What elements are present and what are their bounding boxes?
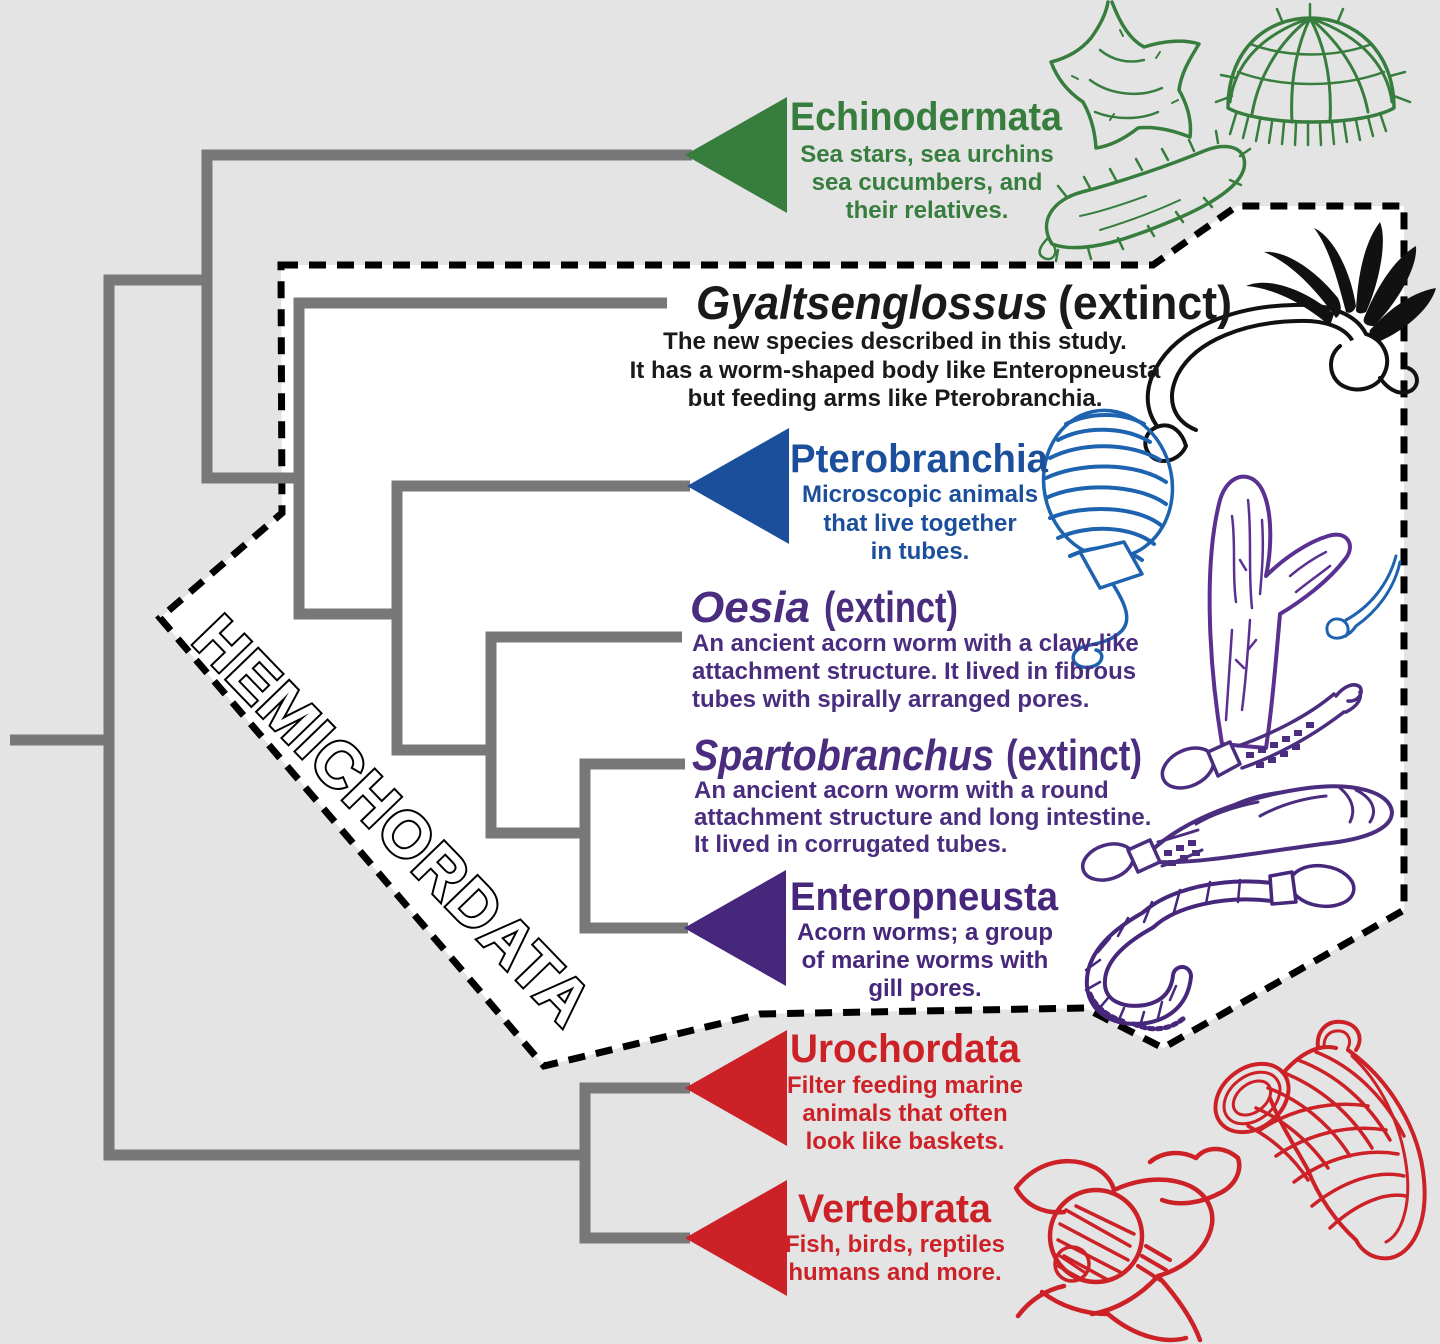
urochordata-triangle: [685, 1030, 787, 1146]
clade-desc-line: but feeding arms like Pterobranchia.: [688, 385, 1103, 412]
hemichordata-branch: [293, 297, 667, 620]
echinodermata-triangle: [685, 97, 787, 213]
clade-title-oesia: Oesia: [690, 583, 810, 632]
clade-desc-line: It lived in corrugated tubes.: [694, 831, 1007, 858]
clade-title-enteropneusta: Enteropneusta: [790, 875, 1059, 919]
clade-desc-line: in tubes.: [871, 538, 970, 565]
vertebrata-triangle: [685, 1180, 787, 1296]
vertebrata-labels: Vertebrata Fish, birds, reptiles humans …: [785, 1187, 1005, 1286]
clade-desc-line: their relatives.: [846, 197, 1009, 224]
spartobranchus-labels: Spartobranchus (extinct) An ancient acor…: [692, 731, 1151, 858]
urochordata-labels: Urochordata Filter feeding marine animal…: [787, 1027, 1023, 1155]
clade-title-spartobranchus: Spartobranchus: [692, 731, 994, 780]
gyaltsenglossus-fossil-icon: [1143, 222, 1436, 463]
tunicate-icon: [1213, 1019, 1427, 1261]
clade-desc-line: The new species described in this study.: [663, 328, 1127, 355]
clade-desc-line: Filter feeding marine: [787, 1072, 1023, 1099]
sea-urchin-icon: [1214, 2, 1412, 147]
pterobranchia-labels: Pterobranchia Microscopic animals that l…: [790, 437, 1049, 565]
clade-desc-line: animals that often: [802, 1100, 1007, 1127]
clade-status-extinct: (extinct): [824, 583, 958, 632]
echinodermata-labels: Echinodermata Sea stars, sea urchins sea…: [790, 95, 1063, 224]
clade-desc-line: of marine worms with: [802, 947, 1049, 974]
clade-status-extinct: (extinct): [1006, 731, 1142, 780]
oesia-tube-icon: [1207, 474, 1352, 750]
clade-title-vertebrata: Vertebrata: [798, 1187, 992, 1231]
clade-desc-line: An ancient acorn worm with a round: [694, 777, 1109, 804]
sea-cucumber-icon: [1038, 129, 1252, 263]
clade-desc-line: Microscopic animals: [802, 481, 1038, 508]
clade-desc-line: sea cucumbers, and: [812, 169, 1043, 196]
clade-desc-line: look like baskets.: [806, 1128, 1005, 1155]
clade-desc-line: that live together: [823, 510, 1016, 537]
enteropneusta-triangle: [684, 870, 786, 986]
oesia-worm-icon: [1160, 683, 1363, 790]
sea-star-icon: [1049, 0, 1201, 150]
spartobranchus-branch: [579, 758, 688, 934]
clade-title-urochordata: Urochordata: [790, 1027, 1021, 1071]
root-to-chordata-branch: [103, 274, 585, 1161]
pterobranch-zooid-icon: [1041, 408, 1402, 669]
pterobranchia-branch: [391, 480, 690, 756]
oesia-labels: Oesia (extinct) An ancient acorn worm wi…: [690, 583, 1139, 713]
clade-status-extinct: (extinct): [1058, 276, 1232, 329]
clade-desc-line: gill pores.: [868, 975, 981, 1002]
oesia-branch: [485, 631, 682, 839]
clade-desc-line: humans and more.: [788, 1259, 1001, 1286]
clade-desc-line: Fish, birds, reptiles: [785, 1231, 1005, 1258]
clade-desc-line: Sea stars, sea urchins: [800, 141, 1053, 168]
clade-desc-line: Acorn worms; a group: [797, 919, 1053, 946]
clade-title-echinodermata: Echinodermata: [790, 95, 1063, 139]
enteropneusta-labels: Enteropneusta Acorn worms; a group of ma…: [790, 875, 1059, 1002]
clade-desc-line: It has a worm-shaped body like Enteropne…: [630, 357, 1161, 384]
ambulacraria-branch: [201, 149, 692, 484]
clade-desc-line: An ancient acorn worm with a claw-like: [692, 630, 1139, 657]
clade-title-gyaltsenglossus: Gyaltsenglossus: [696, 276, 1048, 329]
clade-desc-line: tubes with spirally arranged pores.: [692, 686, 1089, 713]
clade-title-pterobranchia: Pterobranchia: [790, 437, 1049, 481]
chordata-branch: [579, 1082, 690, 1244]
enteropneusta-worm-icon: [1084, 863, 1356, 1032]
clade-desc-line: attachment structure. It lived in fibrou…: [692, 658, 1136, 685]
gyaltsenglossus-labels: Gyaltsenglossus (extinct) The new specie…: [630, 276, 1232, 412]
fish-larva-icon: [1013, 1146, 1242, 1343]
tree-branches: [10, 149, 692, 1244]
clade-desc-line: attachment structure and long intestine.: [694, 804, 1151, 831]
spartobranchus-worm-icon: [1080, 784, 1394, 882]
pterobranchia-triangle: [687, 428, 789, 544]
